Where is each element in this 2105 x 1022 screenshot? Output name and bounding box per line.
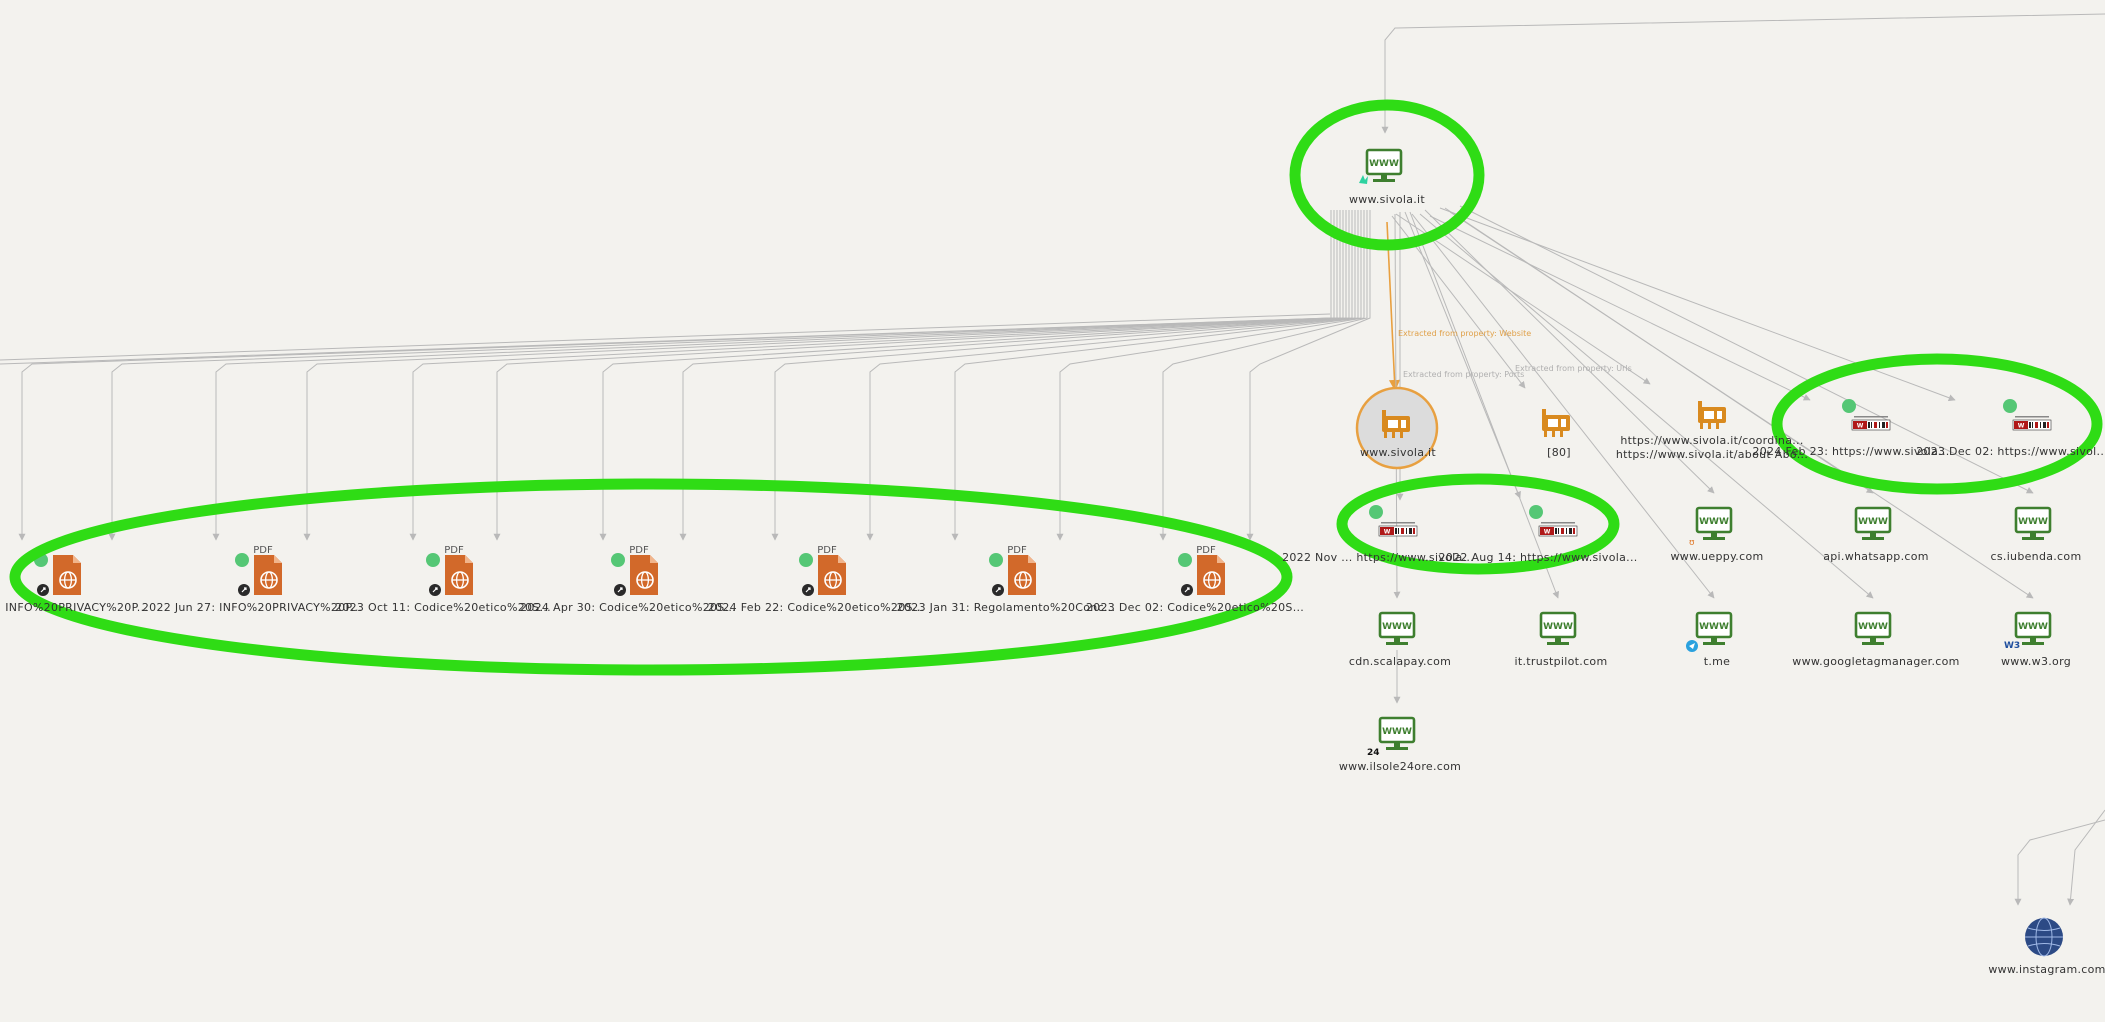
website-node-label: api.whatsapp.com — [1823, 550, 1929, 563]
website-monitor-icon[interactable] — [1378, 611, 1416, 647]
website-monitor-icon[interactable] — [1695, 611, 1733, 647]
highlight-annotations — [9, 99, 2103, 676]
website-monitor-icon[interactable] — [2014, 611, 2052, 647]
website-monitor-icon[interactable] — [1695, 506, 1733, 542]
pdf-type-label: PDF — [817, 545, 837, 556]
status-dot — [799, 553, 813, 567]
archive-snapshot-logo[interactable] — [1378, 521, 1418, 537]
port-node-label-line1: https://www.sivola.it/coordina... — [1620, 434, 1804, 447]
pdf-document-icon[interactable] — [817, 554, 847, 596]
pdf-node-label: 2023 Jan 31: Regolamento%20Conc... — [896, 601, 1116, 614]
highlight-ring-archive-right — [1771, 353, 2103, 495]
status-dot — [1529, 505, 1543, 519]
edge-label-website: Extracted from property: Website — [1398, 329, 1531, 338]
source-badge-icon — [1181, 584, 1193, 596]
archive-node-label: 2022 Aug 14: https://www.sivola... — [1438, 551, 1638, 564]
status-dot — [1842, 399, 1856, 413]
highlight-ring-pdf-row — [9, 478, 1293, 676]
website-node-label: t.me — [1703, 655, 1731, 668]
pdf-document-icon[interactable] — [1007, 554, 1037, 596]
status-dot — [611, 553, 625, 567]
status-dot — [2003, 399, 2017, 413]
website-node-label: www.ueppy.com — [1670, 550, 1764, 563]
archive-node-label: 2023 Dec 02: https://www.sivol... — [1916, 445, 2105, 458]
edge-label-urls: Extracted from property: Urls — [1515, 364, 1632, 373]
pdf-type-label: PDF — [629, 545, 649, 556]
website-monitor-icon[interactable] — [1854, 506, 1892, 542]
archive-snapshot-logo[interactable] — [2012, 415, 2052, 431]
port-node-label: [80] — [1547, 446, 1571, 459]
archive-snapshot-logo[interactable] — [1538, 521, 1578, 537]
port-node-label: www.sivola.it — [1359, 446, 1437, 459]
ueppy-badge-icon: ʊ — [1689, 538, 1695, 548]
website-node-label: it.trustpilot.com — [1514, 655, 1608, 668]
website-monitor-icon[interactable] — [2014, 506, 2052, 542]
pdf-node-label: 2024 Apr 30: Codice%20etico%20S... — [520, 601, 736, 614]
pdf-node-label: 2022 Jun 27: INFO%20PRIVACY%20P... — [141, 601, 363, 614]
pdf-node-label: 2023 Oct 11: Codice%20etico%20S... — [335, 601, 551, 614]
globe-node-label: www.instagram.com — [1988, 963, 2105, 976]
pdf-type-label: PDF — [1196, 545, 1216, 556]
sole24-badge-icon: 24 — [1367, 748, 1380, 758]
pdf-document-icon[interactable] — [629, 554, 659, 596]
pdf-document-icon[interactable] — [52, 554, 82, 596]
source-badge-icon — [802, 584, 814, 596]
pdf-node-label: 2 Jul 09: INFO%20PRIVACY%20P... — [0, 601, 149, 614]
status-dot — [1369, 505, 1383, 519]
pdf-document-icon[interactable] — [253, 554, 283, 596]
status-dot — [235, 553, 249, 567]
pdf-node-label: 2024 Feb 22: Codice%20etico%20S... — [707, 601, 925, 614]
root-website-icon[interactable] — [1365, 148, 1403, 184]
edge-label-ports: Extracted from property: Ports — [1403, 370, 1524, 379]
port-icon[interactable] — [1698, 401, 1726, 429]
status-dot — [989, 553, 1003, 567]
website-node-label: cdn.scalapay.com — [1348, 655, 1452, 668]
highlight-ring-root — [1289, 99, 1485, 251]
port-icon[interactable] — [1542, 409, 1570, 437]
root-node-label: www.sivola.it — [1348, 193, 1426, 206]
source-badge-icon — [614, 584, 626, 596]
archive-node-label: 2024 Feb 23: https://www.sivola... — [1752, 445, 1950, 458]
website-node-label: cs.iubenda.com — [1990, 550, 2082, 563]
website-monitor-icon[interactable] — [1378, 716, 1416, 752]
website-monitor-icon[interactable] — [1854, 611, 1892, 647]
highlight-ring-archive-left — [1336, 473, 1620, 575]
source-badge-icon — [238, 584, 250, 596]
pdf-document-icon[interactable] — [444, 554, 474, 596]
website-node-label: www.ilsole24ore.com — [1338, 760, 1462, 773]
source-badge-icon — [992, 584, 1004, 596]
port-node-label-line2: https://www.sivola.it/about Abo... — [1615, 448, 1809, 461]
archive-node-label: 2022 Nov ... https://www.sivola... — [1282, 551, 1474, 564]
website-node-label: www.w3.org — [2000, 655, 2071, 668]
website-monitor-icon[interactable] — [1539, 611, 1577, 647]
pdf-node-label: 2023 Dec 02: Codice%20etico%20S... — [1085, 601, 1305, 614]
w3c-badge-icon: W3 — [2004, 641, 2020, 651]
source-badge-icon — [429, 584, 441, 596]
cursor-hand-icon — [1359, 175, 1368, 184]
website-node-label: www.googletagmanager.com — [1792, 655, 1960, 668]
status-dot — [1178, 553, 1192, 567]
pdf-type-label: PDF — [1007, 545, 1027, 556]
globe-icon[interactable] — [2025, 917, 2063, 957]
pdf-type-label: PDF — [253, 545, 273, 556]
source-badge-icon — [37, 584, 49, 596]
status-dot — [426, 553, 440, 567]
pdf-document-icon[interactable] — [1196, 554, 1226, 596]
pdf-type-label: PDF — [444, 545, 464, 556]
